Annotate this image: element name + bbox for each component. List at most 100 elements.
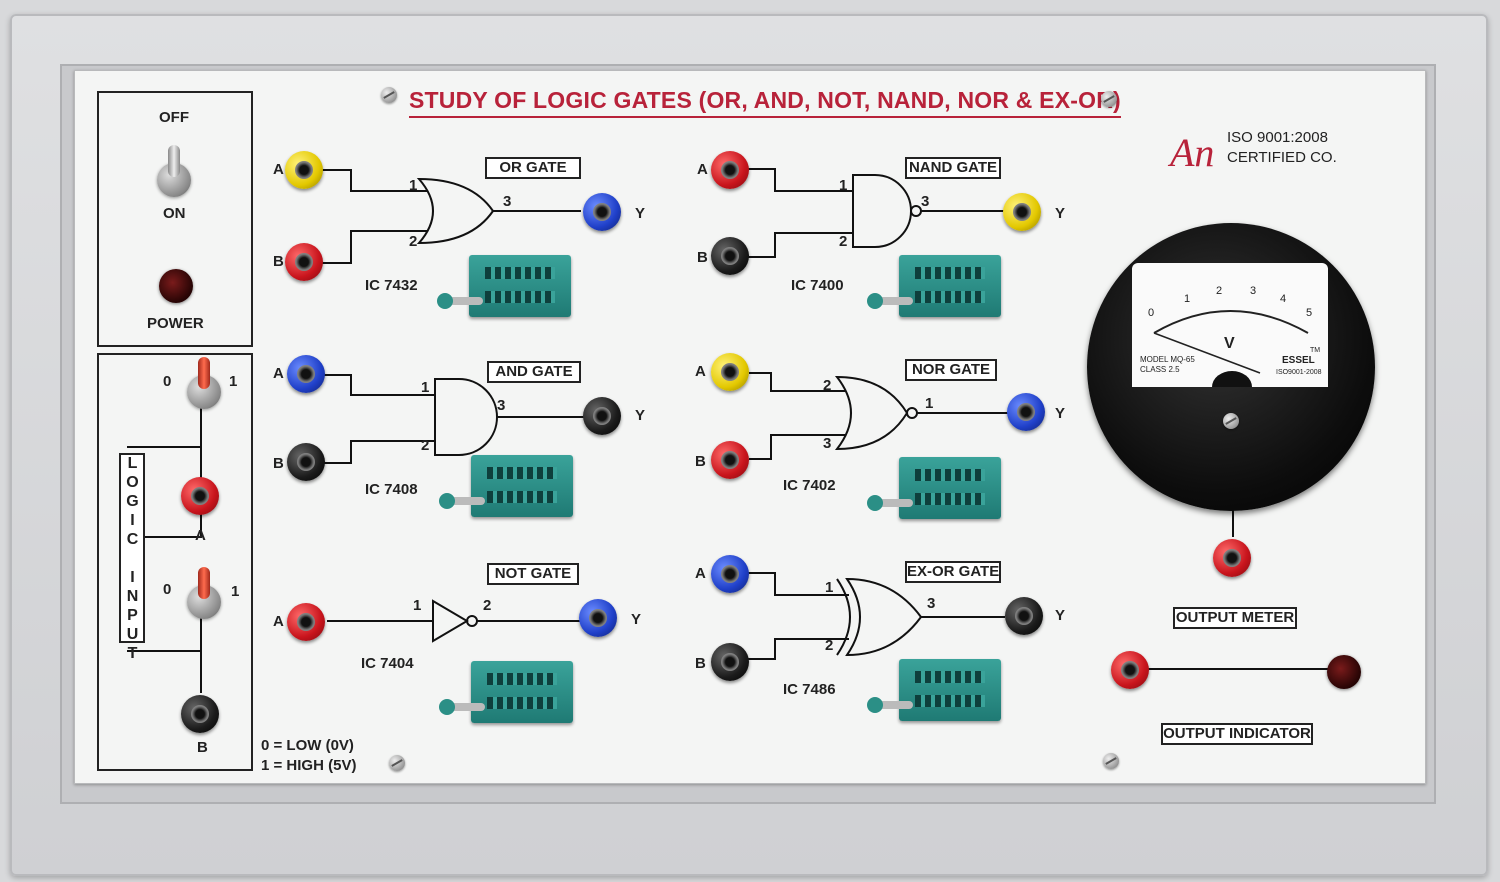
nand-b-label: B bbox=[697, 249, 708, 266]
output-meter-label: OUTPUT METER bbox=[1173, 607, 1297, 629]
toggle-lever bbox=[198, 357, 210, 389]
toggle-lever bbox=[198, 567, 210, 599]
input-b-zero-label: 0 bbox=[163, 581, 172, 598]
input-a-toggle-switch[interactable] bbox=[187, 357, 221, 409]
not-input-a-socket[interactable] bbox=[287, 603, 325, 641]
nor-input-b-socket[interactable] bbox=[711, 441, 749, 479]
xor-pin-3: 3 bbox=[927, 595, 936, 612]
or-ic-label: IC 7432 bbox=[365, 277, 418, 294]
xor-a-label: A bbox=[695, 565, 706, 582]
power-label: POWER bbox=[147, 315, 204, 332]
nor-y-label: Y bbox=[1055, 405, 1066, 422]
input-b-label: B bbox=[197, 739, 208, 756]
class-label: CLASS 2.5 bbox=[1140, 365, 1180, 374]
voltmeter-dial: 0 1 2 3 4 5 V MODEL MQ-65 CLASS 2.5 ESSE… bbox=[1132, 263, 1328, 387]
nor-input-a-socket[interactable] bbox=[711, 353, 749, 391]
voltmeter: 0 1 2 3 4 5 V MODEL MQ-65 CLASS 2.5 ESSE… bbox=[1087, 223, 1375, 511]
xor-gate-label: EX-OR GATE bbox=[905, 561, 1001, 583]
iso-line-2: CERTIFIED CO. bbox=[1227, 149, 1337, 166]
xor-pin-1: 1 bbox=[825, 579, 834, 596]
nand-input-b-socket[interactable] bbox=[711, 237, 749, 275]
nand-output-y-socket[interactable] bbox=[1003, 193, 1041, 231]
panel-title: STUDY OF LOGIC GATES (OR, AND, NOT, NAND… bbox=[409, 87, 1121, 118]
and-output-y-socket[interactable] bbox=[583, 397, 621, 435]
nand-a-label: A bbox=[697, 161, 708, 178]
nor-ic-label: IC 7402 bbox=[783, 477, 836, 494]
xor-ic-label: IC 7486 bbox=[783, 681, 836, 698]
xor-zif-ic-socket[interactable] bbox=[867, 659, 1007, 731]
toggle-lever bbox=[168, 145, 180, 177]
nor-output-y-socket[interactable] bbox=[1007, 393, 1045, 431]
or-gate-label: OR GATE bbox=[485, 157, 581, 179]
off-label: OFF bbox=[159, 109, 189, 126]
or-output-y-socket[interactable] bbox=[583, 193, 621, 231]
meter-zero-adjust-screw[interactable] bbox=[1223, 413, 1239, 429]
screw bbox=[389, 755, 405, 771]
output-indicator-label: OUTPUT INDICATOR bbox=[1161, 723, 1313, 745]
not-a-label: A bbox=[273, 613, 284, 630]
or-b-label: B bbox=[273, 253, 284, 270]
nand-input-a-socket[interactable] bbox=[711, 151, 749, 189]
not-pin-2: 2 bbox=[483, 597, 492, 614]
nand-gate-label: NAND GATE bbox=[905, 157, 1001, 179]
nand-zif-ic-socket[interactable] bbox=[867, 255, 1007, 327]
nand-ic-label: IC 7400 bbox=[791, 277, 844, 294]
and-input-a-socket[interactable] bbox=[287, 355, 325, 393]
input-a-socket[interactable] bbox=[181, 477, 219, 515]
logic-input-heading: LOGIC INPUT bbox=[119, 453, 145, 664]
and-ic-label: IC 7408 bbox=[365, 481, 418, 498]
or-pin-1: 1 bbox=[409, 177, 418, 194]
model-label: MODEL MQ-65 bbox=[1140, 355, 1195, 364]
or-input-a-socket[interactable] bbox=[285, 151, 323, 189]
not-output-y-socket[interactable] bbox=[579, 599, 617, 637]
output-indicator-led bbox=[1327, 655, 1361, 689]
xor-b-label: B bbox=[695, 655, 706, 672]
or-zif-ic-socket[interactable] bbox=[437, 255, 577, 327]
iso-line-1: ISO 9001:2008 bbox=[1227, 129, 1328, 146]
scale-4: 4 bbox=[1280, 293, 1287, 305]
nor-pin-2: 2 bbox=[823, 377, 832, 394]
screw bbox=[381, 87, 397, 103]
and-y-label: Y bbox=[635, 407, 646, 424]
not-pin-1: 1 bbox=[413, 597, 422, 614]
or-a-label: A bbox=[273, 161, 284, 178]
input-a-one-label: 1 bbox=[229, 373, 238, 390]
power-section bbox=[97, 91, 253, 347]
and-input-b-socket[interactable] bbox=[287, 443, 325, 481]
power-led-indicator bbox=[159, 269, 193, 303]
output-meter-socket[interactable] bbox=[1213, 539, 1251, 577]
xor-input-a-socket[interactable] bbox=[711, 555, 749, 593]
xor-input-b-socket[interactable] bbox=[711, 643, 749, 681]
and-zif-ic-socket[interactable] bbox=[439, 455, 579, 527]
meter-iso-label: ISO9001-2008 bbox=[1276, 369, 1322, 376]
input-b-socket[interactable] bbox=[181, 695, 219, 733]
voltmeter-scale bbox=[1153, 310, 1309, 387]
nor-zif-ic-socket[interactable] bbox=[867, 457, 1007, 529]
scale-2: 2 bbox=[1216, 285, 1223, 297]
input-b-toggle-switch[interactable] bbox=[187, 567, 221, 619]
output-indicator-socket[interactable] bbox=[1111, 651, 1149, 689]
tm-label: TM bbox=[1310, 347, 1321, 354]
not-y-label: Y bbox=[631, 611, 642, 628]
power-toggle-switch[interactable] bbox=[157, 145, 191, 197]
or-pin-2: 2 bbox=[409, 233, 418, 250]
nand-pin-3: 3 bbox=[921, 193, 930, 210]
nor-b-label: B bbox=[695, 453, 706, 470]
xor-y-label: Y bbox=[1055, 607, 1066, 624]
scale-5: 5 bbox=[1306, 307, 1313, 319]
scale-1: 1 bbox=[1184, 293, 1191, 305]
not-zif-ic-socket[interactable] bbox=[439, 661, 579, 733]
screw bbox=[1103, 753, 1119, 769]
scale-0: 0 bbox=[1148, 307, 1155, 319]
brand-label: ESSEL bbox=[1282, 355, 1315, 366]
legend-high: 1 = HIGH (5V) bbox=[261, 757, 357, 774]
nand-pin-2: 2 bbox=[839, 233, 848, 250]
not-ic-label: IC 7404 bbox=[361, 655, 414, 672]
logic-input-section bbox=[97, 353, 253, 771]
or-input-b-socket[interactable] bbox=[285, 243, 323, 281]
nor-gate-label: NOR GATE bbox=[905, 359, 997, 381]
not-gate-label: NOT GATE bbox=[487, 563, 579, 585]
legend-low: 0 = LOW (0V) bbox=[261, 737, 354, 754]
and-pin-1: 1 bbox=[421, 379, 430, 396]
xor-output-y-socket[interactable] bbox=[1005, 597, 1043, 635]
